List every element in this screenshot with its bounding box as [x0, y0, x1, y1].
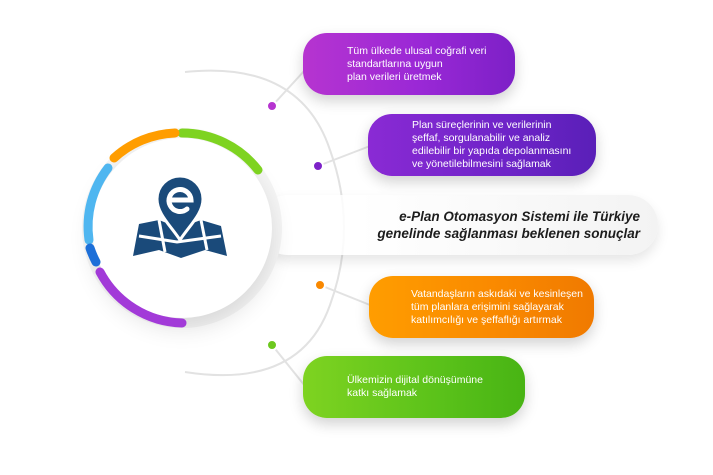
- center-title: e-Plan Otomasyon Sistemi ile Türkiye gen…: [377, 209, 640, 241]
- result-pill-2: Plan süreçlerinin ve verilerinin şeffaf,…: [368, 114, 596, 176]
- connector-dot-4: [266, 339, 278, 351]
- connector-dot-2: [312, 160, 324, 172]
- e-plan-map-pin-icon: [133, 174, 227, 258]
- result-text-3: Vatandaşların askıdaki ve kesinleşen tüm…: [411, 287, 583, 326]
- result-pill-1: Tüm ülkede ulusal coğrafi veri standartl…: [303, 33, 515, 95]
- result-text-4: Ülkemizin dijital dönüşümüne katkı sağla…: [347, 374, 483, 399]
- connector-dot-3: [314, 279, 326, 291]
- result-text-1: Tüm ülkede ulusal coğrafi veri standartl…: [347, 44, 487, 83]
- center-banner: [258, 195, 658, 255]
- result-pill-4: Ülkemizin dijital dönüşümüne katkı sağla…: [303, 356, 525, 418]
- result-text-2: Plan süreçlerinin ve verilerinin şeffaf,…: [412, 119, 572, 170]
- connector-dot-1: [266, 100, 278, 112]
- result-pill-3: Vatandaşların askıdaki ve kesinleşen tüm…: [369, 276, 594, 338]
